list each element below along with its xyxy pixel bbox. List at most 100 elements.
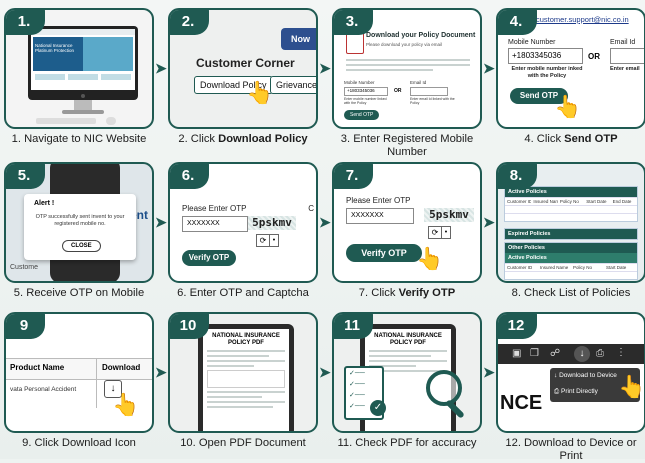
step-5: 5. ent Custome Alert ! OTP successfully … — [4, 162, 154, 300]
step-6-card: 6. Please Enter OTP C XXXXXXX 5pskmv ⟳ •… — [168, 162, 318, 283]
monitor-stand — [74, 100, 92, 110]
audio-captcha-icon[interactable]: • — [269, 234, 279, 247]
verify-otp-button[interactable]: Verify OTP — [346, 244, 422, 262]
step-10-card: 10 NATIONAL INSURANCE POLICY PDF — [168, 312, 318, 433]
page-icon[interactable]: ▣ — [512, 348, 522, 359]
step-11-card: 11 NATIONAL INSURANCE POLICY PDF ✓──✓──✓… — [332, 312, 482, 433]
site-title: National Insurance Platinum Protection — [35, 43, 75, 53]
step-1-caption: 1. Navigate to NIC Website — [11, 133, 147, 145]
step-number: 4. — [498, 10, 537, 35]
pdf-toolbar — [498, 344, 644, 364]
product-name-header: Product Name — [10, 363, 65, 372]
arrow-right-icon: ➤ — [155, 60, 167, 76]
step-12-caption: 12. Download to Device or Print — [505, 437, 637, 462]
download-icon[interactable]: ↓ — [104, 380, 122, 398]
audio-captcha-icon[interactable]: • — [441, 226, 451, 239]
email-input[interactable] — [410, 87, 448, 96]
arrow-right-icon: ➤ — [483, 60, 495, 76]
arrow-right-icon: ➤ — [155, 214, 167, 230]
otp-input[interactable]: XXXXXXX — [182, 216, 248, 232]
step-9-card: 9 Product Name Download vata Personal Ac… — [4, 312, 154, 433]
step-7: 7. Please Enter OTP XXXXXXX 5pskmv ⟳ • V… — [332, 162, 482, 300]
step-11-caption: 11. Check PDF for accuracy — [337, 437, 477, 449]
arrow-right-icon: ➤ — [319, 60, 331, 76]
download-item-icon: ↓ — [554, 372, 560, 379]
print-icon[interactable]: ⎙ — [596, 348, 604, 359]
step-1-card: 1. National Insurance Platinum Protectio… — [4, 8, 154, 129]
step-number: 7. — [334, 164, 373, 189]
download-to-device-item[interactable]: ↓ Download to Device — [554, 372, 617, 379]
customer-corner-heading: Customer Corner — [196, 56, 295, 70]
step-number: 12 — [498, 314, 537, 339]
step-6: 6. Please Enter OTP C XXXXXXX 5pskmv ⟳ •… — [168, 162, 318, 300]
arrow-right-icon: ➤ — [483, 214, 495, 230]
email-label: Email Id — [610, 39, 636, 46]
refresh-captcha-icon[interactable]: ⟳ — [256, 234, 270, 247]
step-2-card: 2. Now Customer Corner Download Policy G… — [168, 8, 318, 129]
step-10-caption: 10. Open PDF Document — [180, 437, 306, 449]
pointer-hand-icon: 👆 — [618, 374, 645, 399]
step-4-card: 4. ✉ customer.support@nic.co.in Mobile N… — [496, 8, 645, 129]
background-text: NCE — [500, 392, 543, 414]
send-otp-button[interactable]: Send OTP — [344, 110, 380, 120]
send-otp-button[interactable]: Send OTP — [510, 88, 568, 104]
step-number: 5. — [6, 164, 45, 189]
step-2: 2. Now Customer Corner Download Policy G… — [168, 8, 318, 146]
pointer-hand-icon: 👆 — [554, 94, 582, 119]
captcha-image: 5pskmv — [248, 216, 296, 230]
step-3: 3. Download your Policy Document Please … — [332, 8, 482, 159]
form-title: Download your Policy Document — [366, 32, 476, 39]
step-11: 11 NATIONAL INSURANCE POLICY PDF ✓──✓──✓… — [332, 312, 482, 450]
step-5-caption: 5. Receive OTP on Mobile — [13, 287, 145, 299]
step-3-card: 3. Download your Policy Document Please … — [332, 8, 482, 129]
verify-otp-button[interactable]: Verify OTP — [182, 250, 236, 266]
grievance-button[interactable]: Grievance R — [270, 76, 316, 94]
support-email[interactable]: customer.support@nic.co.in — [536, 15, 629, 24]
download-icon[interactable]: ↓ — [574, 346, 590, 362]
print-directly-item[interactable]: ⎙ Print Directly — [554, 388, 598, 395]
mobile-input[interactable]: +1803345036 — [344, 87, 388, 96]
pdf-title: NATIONAL INSURANCE POLICY PDF — [212, 333, 280, 346]
alert-message: OTP successfully sent invent to your reg… — [35, 214, 125, 227]
pointer-hand-icon: 👆 — [246, 80, 274, 105]
or-label: OR — [588, 52, 600, 61]
download-menu: ↓ Download to Device ⎙ Print Directly — [550, 368, 640, 402]
expired-policies-table: Expired Policies — [504, 228, 638, 240]
magnifier-icon — [426, 370, 462, 406]
mobile-label: Mobile Number — [508, 39, 556, 46]
email-hint: Enter email — [610, 66, 640, 72]
step-2-caption: 2. Click Download Policy — [178, 133, 308, 145]
download-header: Download — [102, 363, 141, 372]
table-header-row — [6, 358, 152, 380]
check-badge-icon: ✓ — [370, 400, 386, 416]
arrow-right-icon: ➤ — [319, 214, 331, 230]
step-4-caption: 4. Click Send OTP — [524, 133, 618, 145]
step-9-caption: 9. Click Download Icon — [22, 437, 136, 449]
step-3-caption: 3. Enter Registered Mobile Number — [340, 133, 474, 158]
step-number: 10 — [170, 314, 209, 339]
step-number: 8. — [498, 164, 537, 189]
step-number: 2. — [170, 10, 209, 35]
step-number: 11 — [334, 314, 373, 339]
step-7-caption: 7. Click Verify OTP — [358, 287, 456, 299]
share-icon[interactable]: ☍ — [550, 348, 561, 359]
monitor-base — [62, 110, 104, 114]
email-input[interactable] — [610, 48, 644, 64]
pdf-title: NATIONAL INSURANCE POLICY PDF — [374, 333, 442, 346]
product-name-cell: vata Personal Accident — [10, 386, 77, 393]
document-icon — [346, 32, 364, 54]
otp-input[interactable]: XXXXXXX — [346, 208, 414, 224]
otp-label: Please Enter OTP — [346, 196, 411, 205]
copy-icon[interactable]: ❐ — [530, 348, 539, 359]
mobile-label: Mobile Number — [344, 80, 375, 85]
nav-button[interactable]: Now — [281, 28, 316, 50]
mobile-input[interactable]: +1803345036 — [508, 48, 583, 64]
keyboard — [36, 118, 96, 124]
pdf-page: NATIONAL INSURANCE POLICY PDF — [203, 329, 289, 431]
more-icon[interactable]: ⋮ — [616, 347, 626, 358]
refresh-captcha-icon[interactable]: ⟳ — [428, 226, 442, 239]
close-button[interactable]: CLOSE — [62, 240, 101, 252]
step-12: 12 ▣ ❐ ☍ ↓ ⎙ ⋮ ↓ Download to Device ⎙ Pr… — [496, 312, 645, 463]
